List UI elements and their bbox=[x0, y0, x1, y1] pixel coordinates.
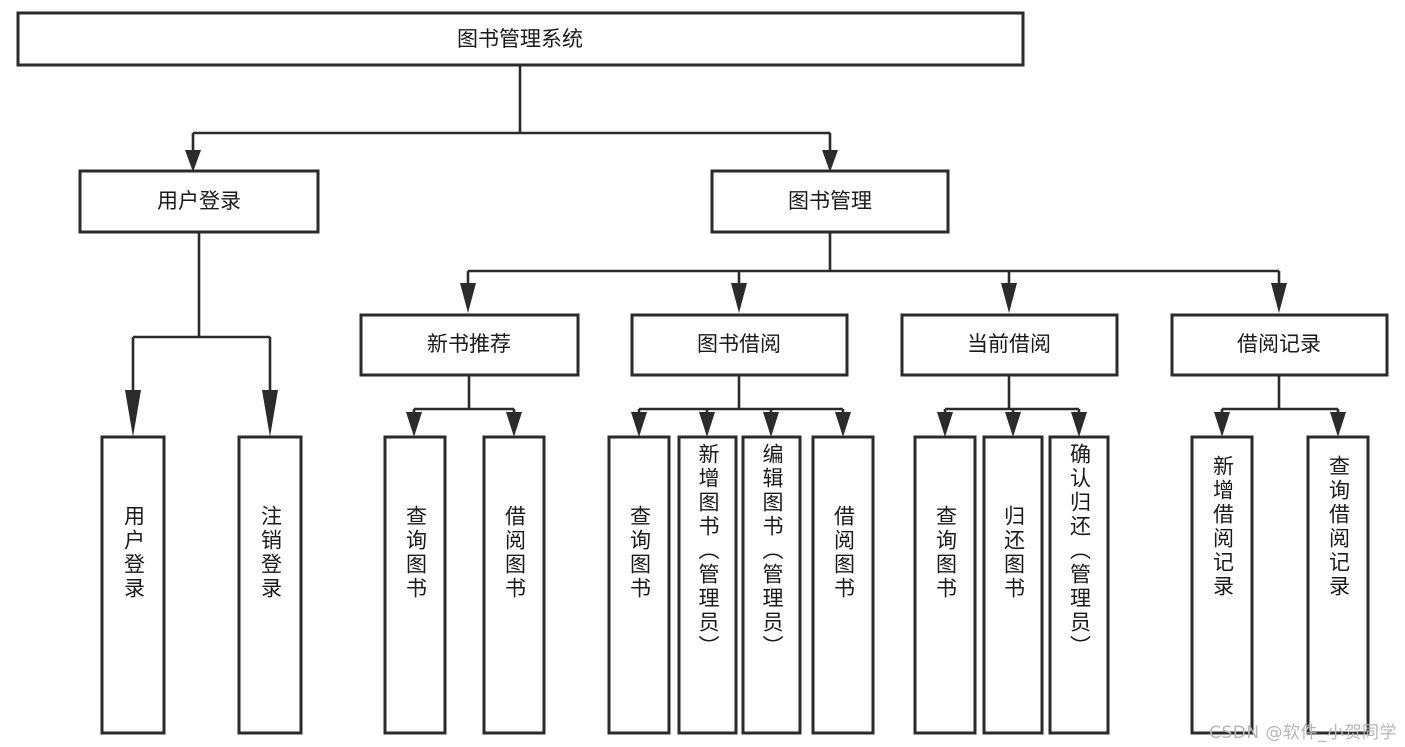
leaf-box-new-book-1[interactable] bbox=[383, 435, 447, 735]
leaf-box-user-login-2[interactable] bbox=[237, 435, 303, 735]
arrow-bookborrow-leaf-3 bbox=[763, 412, 779, 437]
node-root[interactable]: 图书管理系统 bbox=[16, 11, 1025, 67]
csdn-watermark: CSDN @软件_小贺同学 bbox=[1209, 723, 1397, 743]
arrow-currentborrow-leaf-3 bbox=[1071, 412, 1087, 437]
arrow-bookborrow-leaf-1 bbox=[631, 412, 647, 437]
node-book-manage[interactable]: 图书管理 bbox=[710, 169, 950, 234]
node-current-borrow[interactable]: 当前借阅 bbox=[900, 313, 1119, 377]
arrow-borrowrecord-leaf-1 bbox=[1214, 412, 1230, 437]
node-borrow-record-label: 借阅记录 bbox=[1237, 332, 1321, 356]
node-borrow-record[interactable]: 借阅记录 bbox=[1170, 313, 1389, 377]
node-root-box[interactable] bbox=[16, 11, 1025, 67]
node-user-login[interactable]: 用户登录 bbox=[78, 169, 320, 234]
node-root-label: 图书管理系统 bbox=[457, 27, 583, 51]
node-book-borrow-label: 图书借阅 bbox=[697, 332, 781, 356]
node-new-book-recommend-label: 新书推荐 bbox=[427, 332, 511, 356]
leaf-box-current-borrow-2[interactable] bbox=[982, 435, 1044, 735]
leaf-box-book-borrow-3[interactable] bbox=[741, 435, 802, 735]
arrow-currentborrow-leaf-1 bbox=[937, 412, 953, 437]
arrow-borrowrecord-leaf-2 bbox=[1330, 412, 1346, 437]
node-book-borrow-box[interactable] bbox=[630, 313, 849, 377]
arrow-bookmanage-to-borrow-record bbox=[1271, 283, 1287, 313]
leaf-box-book-borrow-4[interactable] bbox=[811, 435, 875, 735]
arrow-bookborrow-leaf-2 bbox=[699, 412, 715, 437]
arrow-userlogin-leaf-1 bbox=[125, 390, 141, 437]
node-book-borrow[interactable]: 图书借阅 bbox=[630, 313, 849, 377]
leaf-box-current-borrow-3[interactable] bbox=[1048, 435, 1110, 735]
arrow-bookmanage-to-current-borrow bbox=[1001, 283, 1017, 313]
leaf-box-book-borrow-1[interactable] bbox=[607, 435, 671, 735]
arrow-root-to-book-manage bbox=[822, 150, 838, 172]
leaf-box-user-login-1[interactable] bbox=[100, 435, 166, 735]
leaf-box-new-book-2[interactable] bbox=[482, 435, 546, 735]
node-current-borrow-label: 当前借阅 bbox=[967, 332, 1051, 356]
arrow-currentborrow-leaf-2 bbox=[1005, 412, 1021, 437]
node-user-login-label: 用户登录 bbox=[157, 189, 241, 213]
node-book-manage-label: 图书管理 bbox=[788, 189, 872, 213]
node-new-book-recommend[interactable]: 新书推荐 bbox=[359, 313, 580, 377]
leaf-box-borrow-record-2[interactable] bbox=[1306, 435, 1370, 735]
node-current-borrow-box[interactable] bbox=[900, 313, 1119, 377]
arrow-bookmanage-to-book-borrow bbox=[731, 283, 747, 313]
arrow-bookmanage-to-new-book bbox=[460, 283, 476, 313]
leaf-box-book-borrow-2[interactable] bbox=[677, 435, 738, 735]
arrow-newbook-leaf-2 bbox=[506, 412, 522, 437]
arrow-root-to-user-login bbox=[185, 150, 201, 172]
arrow-bookborrow-leaf-4 bbox=[835, 412, 851, 437]
node-book-manage-box[interactable] bbox=[710, 169, 950, 234]
leaf-box-current-borrow-1[interactable] bbox=[913, 435, 977, 735]
leaf-box-borrow-record-1[interactable] bbox=[1190, 435, 1254, 735]
arrow-userlogin-leaf-2 bbox=[262, 390, 278, 437]
arrow-newbook-leaf-1 bbox=[406, 412, 422, 437]
node-new-book-recommend-box[interactable] bbox=[359, 313, 580, 377]
node-borrow-record-box[interactable] bbox=[1170, 313, 1389, 377]
connector-layer bbox=[125, 65, 1346, 437]
node-user-login-box[interactable] bbox=[78, 169, 320, 234]
